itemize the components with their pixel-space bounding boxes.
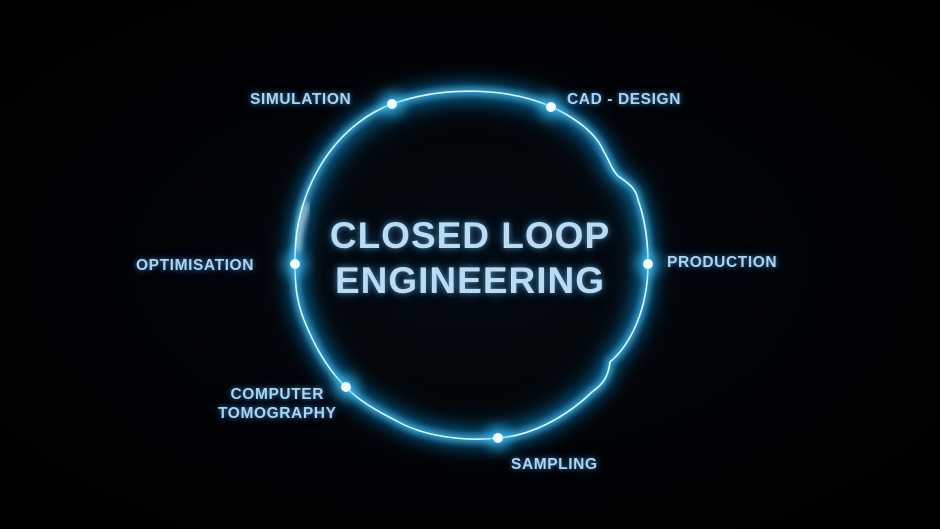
ring-highlight (296, 203, 309, 252)
ring-halo (285, 80, 655, 450)
node-label-sampling: SAMPLING (511, 456, 598, 473)
ring-core (294, 90, 649, 440)
node-sampling-dot (486, 426, 510, 450)
node-label-computer-tomography: COMPUTER TOMOGRAPHY (218, 385, 337, 423)
node-simulation-dot (380, 92, 404, 116)
node-cad-dot (539, 95, 563, 119)
node-ct-dot (334, 375, 358, 399)
node-label-production: PRODUCTION (667, 254, 778, 271)
node-label-cad-design: CAD - DESIGN (567, 91, 681, 108)
node-label-ct-line-2: TOMOGRAPHY (218, 405, 337, 422)
diagram-title-line-2: ENGINEERING (334, 260, 606, 301)
node-optimisation-dot (283, 252, 307, 276)
node-label-optimisation: OPTIMISATION (136, 257, 254, 274)
node-label-ct-line-1: COMPUTER (230, 386, 325, 403)
diagram-title-line-1: CLOSED LOOP (329, 215, 611, 256)
node-label-simulation: SIMULATION (250, 91, 352, 108)
node-production-dot (636, 252, 660, 276)
